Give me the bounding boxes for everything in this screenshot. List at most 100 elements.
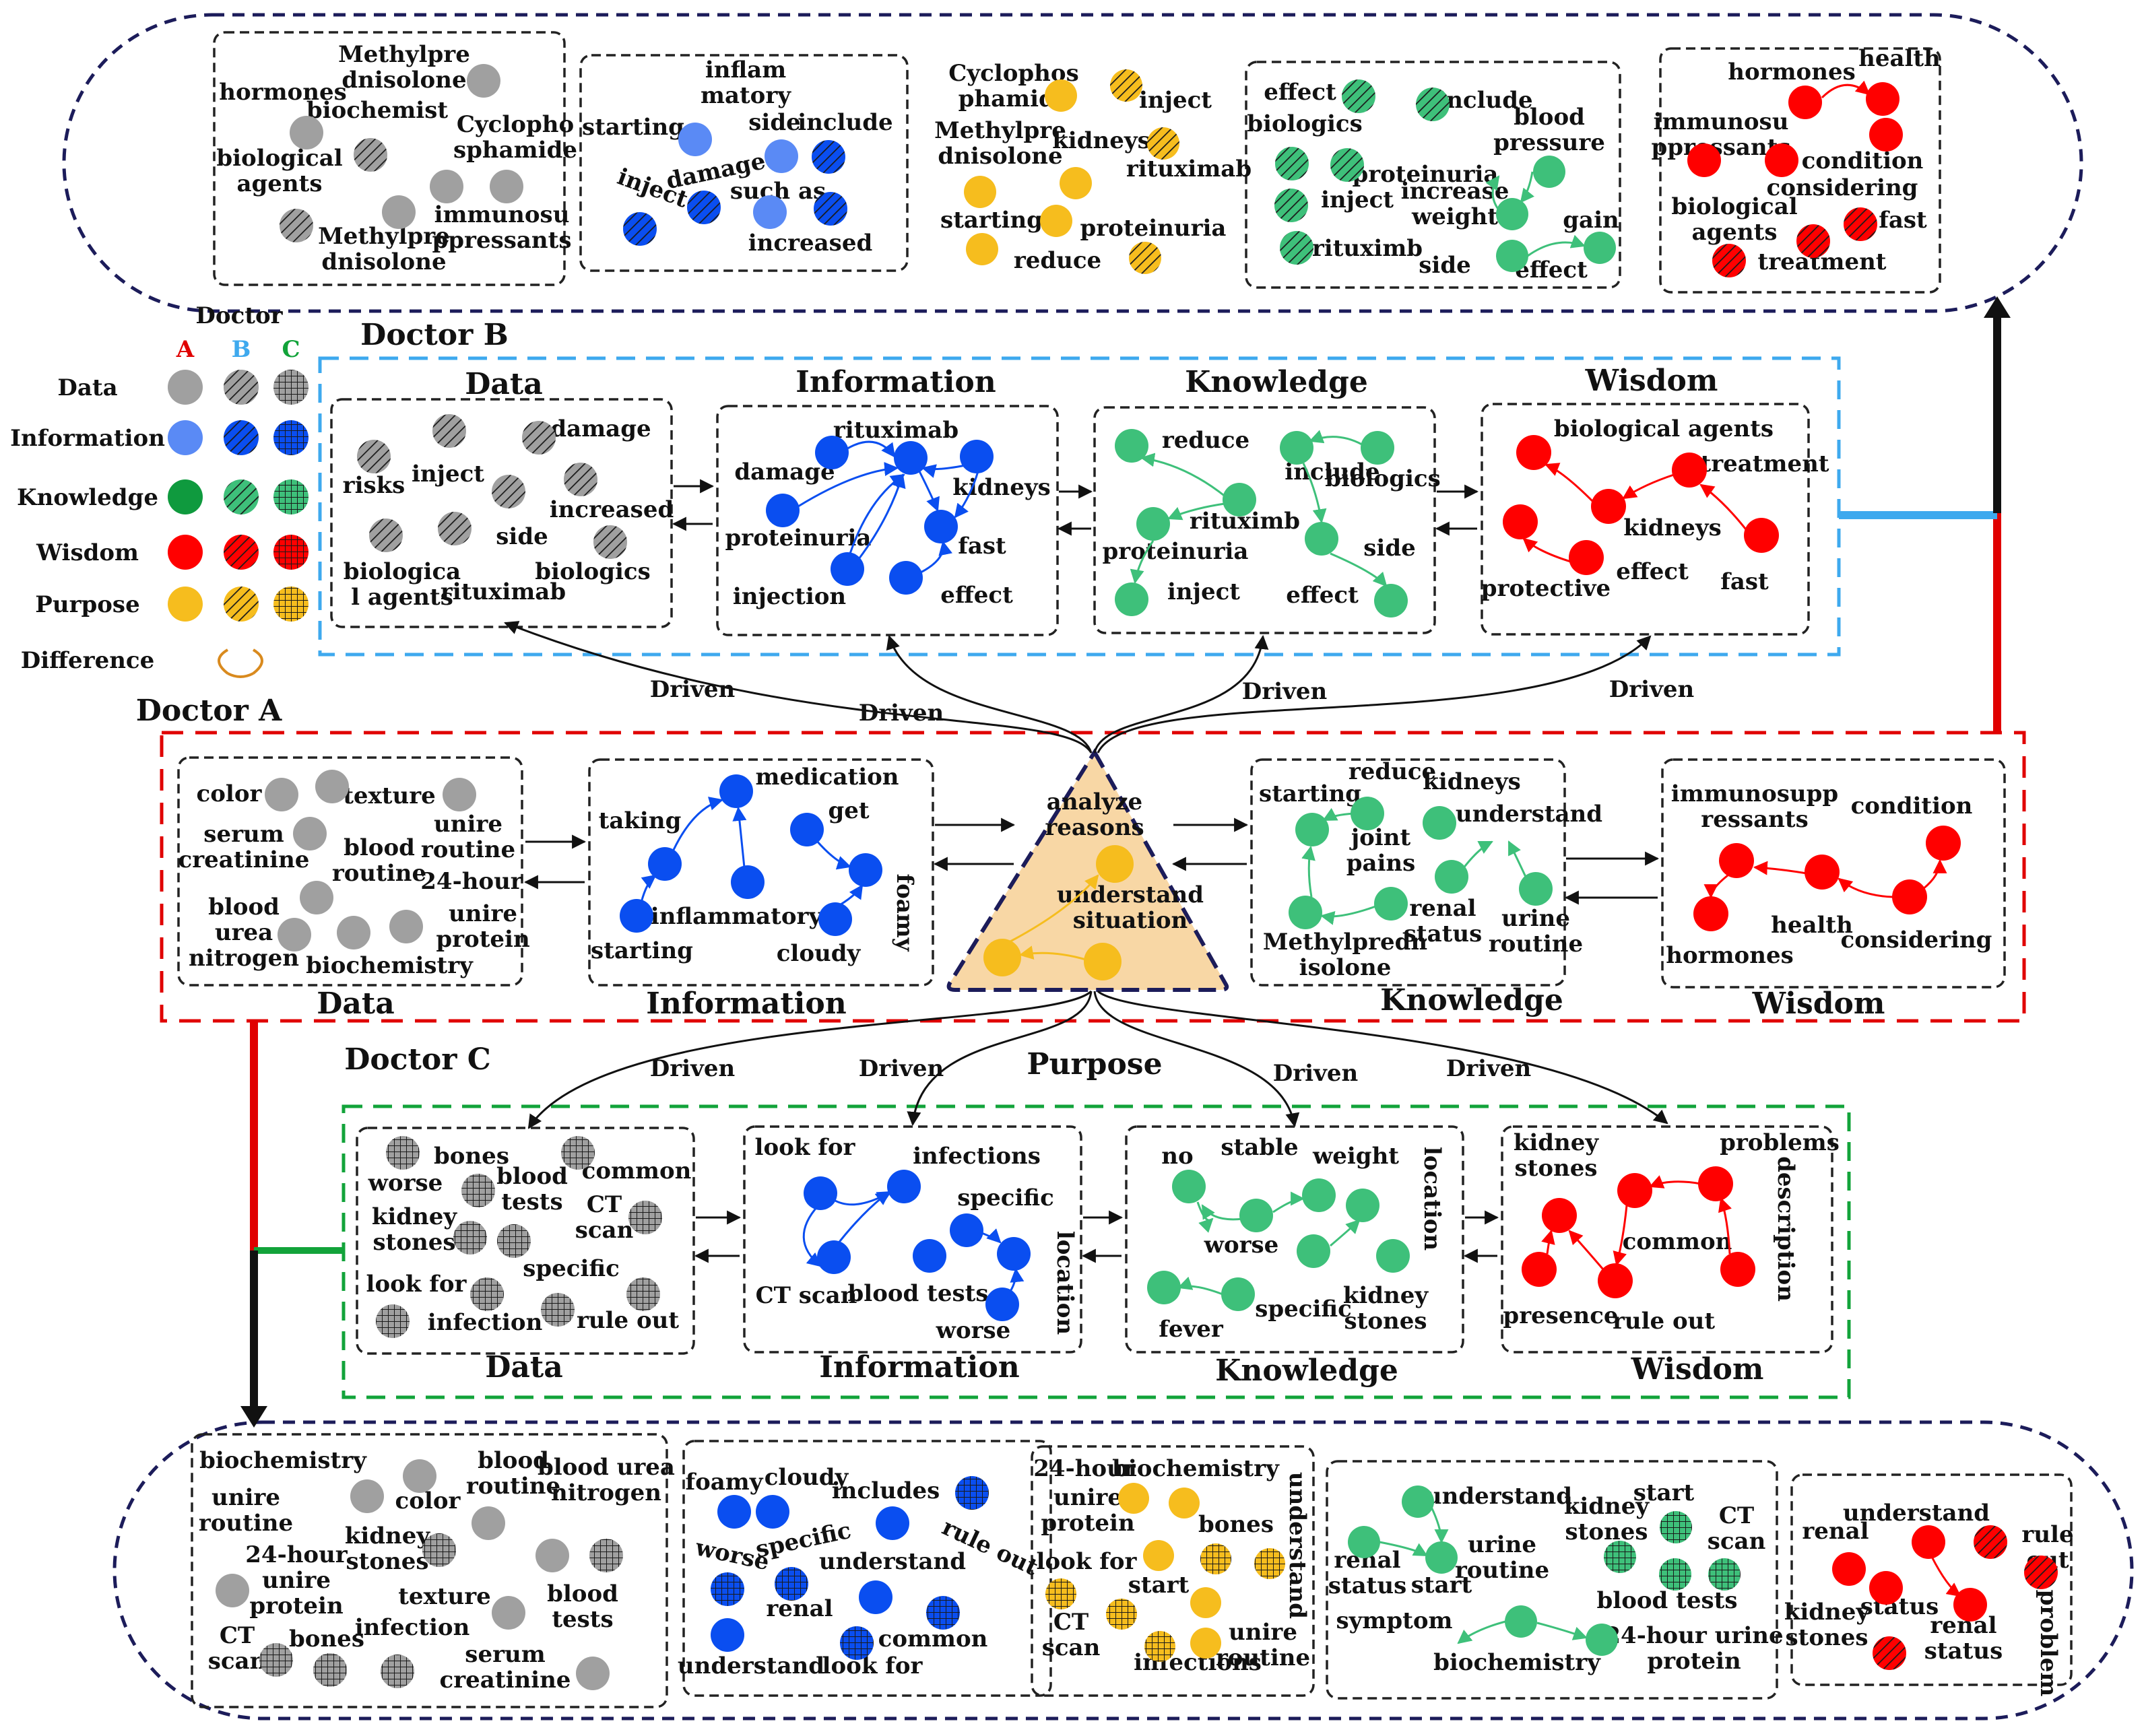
c-knowledge-label: fever xyxy=(1159,1316,1224,1343)
a-knowledge-label: reduce xyxy=(1349,758,1436,785)
bottom-knowledge-node xyxy=(1659,1558,1691,1591)
a-info-link xyxy=(640,874,657,903)
bottom-purpose-label: understand xyxy=(1284,1472,1311,1619)
top-data-node xyxy=(430,170,463,203)
bottom-info-node xyxy=(926,1596,960,1630)
top-knowledge-node xyxy=(1496,198,1528,230)
bottom-data-node xyxy=(259,1643,293,1677)
bottom-info-label: renal xyxy=(766,1595,833,1622)
top-purpose-node xyxy=(966,233,998,265)
b-wisdom-label: effect xyxy=(1616,558,1689,585)
c-wisdom-link xyxy=(1568,1230,1604,1270)
a-info-link xyxy=(732,806,747,868)
bottom-purpose-label: look for xyxy=(1037,1548,1138,1575)
top-info-node xyxy=(753,195,787,229)
legend-column-a: A xyxy=(176,336,195,363)
top-info-node xyxy=(812,140,845,174)
top-knowledge-node xyxy=(1330,148,1364,182)
bottom-knowledge-link xyxy=(1536,1622,1588,1640)
driven-label: Driven xyxy=(1446,1055,1531,1082)
c-data-node xyxy=(386,1136,420,1170)
bottom-data-label: infection xyxy=(355,1614,470,1641)
driven-arrow-c-data xyxy=(527,990,1093,1129)
b-info-label: damage xyxy=(734,459,835,486)
b-info-node xyxy=(889,561,923,595)
a-data-node xyxy=(265,778,298,811)
a-info-node xyxy=(719,774,753,808)
bottom-knowledge-label: start xyxy=(1633,1479,1695,1506)
bottom-info-label: common xyxy=(878,1626,988,1652)
b-data-label: damage xyxy=(550,415,651,442)
c-data-node xyxy=(541,1293,575,1327)
top-knowledge-label: include xyxy=(1437,87,1532,114)
b-data-node xyxy=(522,421,556,455)
c-info-link xyxy=(802,1204,822,1267)
b-knowledge-label: side xyxy=(1363,535,1415,562)
c-knowledge-node xyxy=(1172,1170,1206,1203)
top-purpose-label: inject xyxy=(1139,87,1212,114)
driven-arrow-c-wisdom xyxy=(1097,990,1668,1125)
c-data-label: infection xyxy=(428,1309,543,1336)
a-knowledge-link xyxy=(1320,904,1378,925)
doctor-c-data-heading: Data xyxy=(485,1350,563,1384)
bottom-knowledge-link xyxy=(1379,1541,1428,1557)
a-info-label: starting xyxy=(591,937,693,964)
a-knowledge-node xyxy=(1423,806,1456,840)
a-data-label: 24-hour xyxy=(420,868,523,895)
c-wisdom-label: description xyxy=(1772,1156,1799,1302)
c-info-node xyxy=(997,1237,1031,1271)
b-knowledge-label: proteinuria xyxy=(1103,538,1249,565)
a-info-label: inflammatory xyxy=(651,903,823,930)
c-knowledge-node xyxy=(1297,1234,1330,1268)
bottom-knowledge-node xyxy=(1505,1605,1537,1638)
c-wisdom-label: presence xyxy=(1503,1302,1618,1329)
b-knowledge-link xyxy=(1309,430,1363,446)
c-data-node xyxy=(470,1277,504,1311)
bottom-info-node xyxy=(711,1572,744,1606)
doctor-a-information-heading: Information xyxy=(646,987,846,1021)
doctor-c-information-heading: Information xyxy=(819,1350,1019,1384)
c-wisdom-node xyxy=(1698,1166,1733,1201)
doctor-c-wisdom-box xyxy=(1501,1125,1833,1354)
a-knowledge-link xyxy=(1507,840,1527,877)
doctor-a-information-box xyxy=(588,758,934,987)
bottom-purpose-node xyxy=(1254,1548,1285,1579)
a-knowledge-label: understand xyxy=(1456,801,1602,828)
bottom-data-node xyxy=(589,1539,623,1572)
purpose-triangle xyxy=(946,748,1229,992)
c-wisdom-link xyxy=(1613,1205,1628,1267)
top-wisdom-link xyxy=(1821,80,1871,99)
c-data-node xyxy=(497,1224,531,1258)
connector-arrowhead-up xyxy=(1984,296,2011,318)
bottom-purpose-label: 24-hour xyxy=(1033,1455,1136,1482)
doctor-b-title: Doctor B xyxy=(360,318,509,352)
c-info-node xyxy=(913,1239,946,1273)
a-wisdom-node xyxy=(1892,879,1927,914)
legend-difference-icon xyxy=(218,648,263,678)
top-wisdom-label: considering xyxy=(1767,174,1918,201)
b-wisdom-node xyxy=(1516,435,1551,470)
bottom-purpose-label: start xyxy=(1128,1572,1190,1599)
bottom-information-box xyxy=(682,1440,1052,1697)
doctor-b-frame xyxy=(318,356,1841,657)
purpose-node xyxy=(983,939,1021,976)
c-info-node xyxy=(887,1170,921,1203)
top-info-node xyxy=(765,139,798,173)
b-data-node xyxy=(492,475,525,508)
b-data-node xyxy=(432,414,466,448)
driven-label: Driven xyxy=(650,676,735,703)
a-knowledge-link xyxy=(1301,845,1315,898)
legend-swatch-c-purpose xyxy=(273,587,308,622)
bottom-data-label: bones xyxy=(289,1626,364,1652)
